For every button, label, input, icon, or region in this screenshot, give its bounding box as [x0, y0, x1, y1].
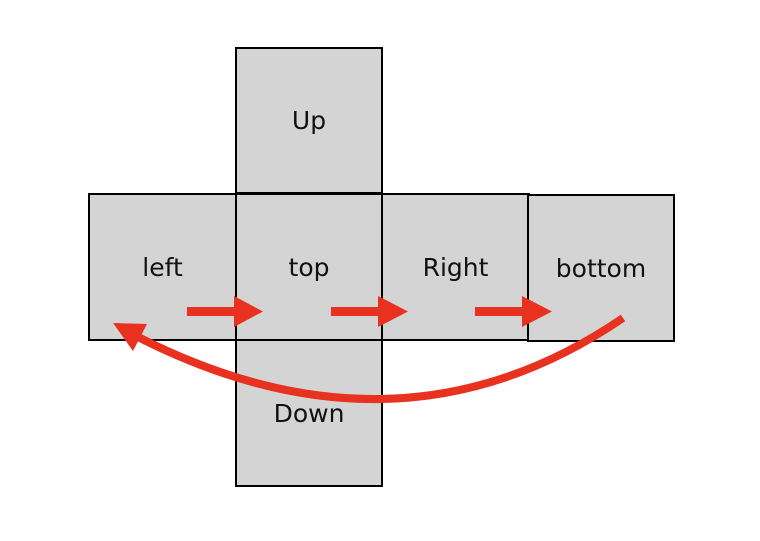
face-down: Down [235, 339, 383, 487]
arrow-top-to-right [331, 296, 408, 327]
arrow-right-to-bottom [475, 296, 552, 327]
face-up-label: Up [291, 106, 327, 135]
face-right: Right [381, 193, 530, 341]
face-up: Up [235, 47, 383, 194]
face-bottom: bottom [527, 194, 675, 342]
face-left-label: left [142, 252, 183, 282]
face-down-label: Down [273, 398, 345, 428]
arrow-bottom-to-left-curved [113, 314, 626, 404]
face-left: left [88, 193, 237, 341]
face-right-label: Right [422, 252, 489, 282]
face-bottom-label: bottom [555, 253, 647, 283]
face-top-label: top [288, 252, 330, 282]
arrow-left-to-top [187, 296, 263, 327]
